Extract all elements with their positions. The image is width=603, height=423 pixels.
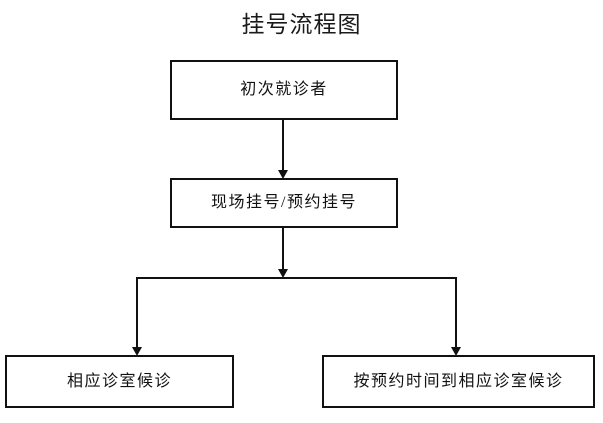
arrowhead-down-icon: [451, 347, 461, 356]
flow-node-label: 现场挂号/预约挂号: [211, 194, 357, 211]
connector-branch-to-wait-clinic: [136, 277, 138, 349]
flow-node-label: 按预约时间到相应诊室候诊: [353, 372, 564, 390]
page-title: 挂号流程图: [241, 12, 362, 37]
arrowhead-down-icon: [278, 269, 288, 278]
branch-split-bar: [137, 277, 457, 279]
connector-branch-to-wait-appt: [455, 277, 457, 349]
arrowhead-down-icon: [278, 170, 288, 179]
connector-first-visit-to-registration: [282, 120, 284, 172]
flow-node-label: 相应诊室候诊: [66, 372, 172, 390]
connector-registration-to-branch: [282, 228, 284, 271]
flow-node-wait-appointment[interactable]: 按预约时间到相应诊室候诊: [322, 355, 595, 408]
flow-node-wait-clinic[interactable]: 相应诊室候诊: [5, 355, 234, 408]
flow-node-label: 初次就诊者: [240, 81, 328, 98]
flow-node-first-visit[interactable]: 初次就诊者: [170, 60, 398, 120]
flow-node-registration[interactable]: 现场挂号/预约挂号: [170, 178, 398, 228]
arrowhead-down-icon: [132, 347, 142, 356]
